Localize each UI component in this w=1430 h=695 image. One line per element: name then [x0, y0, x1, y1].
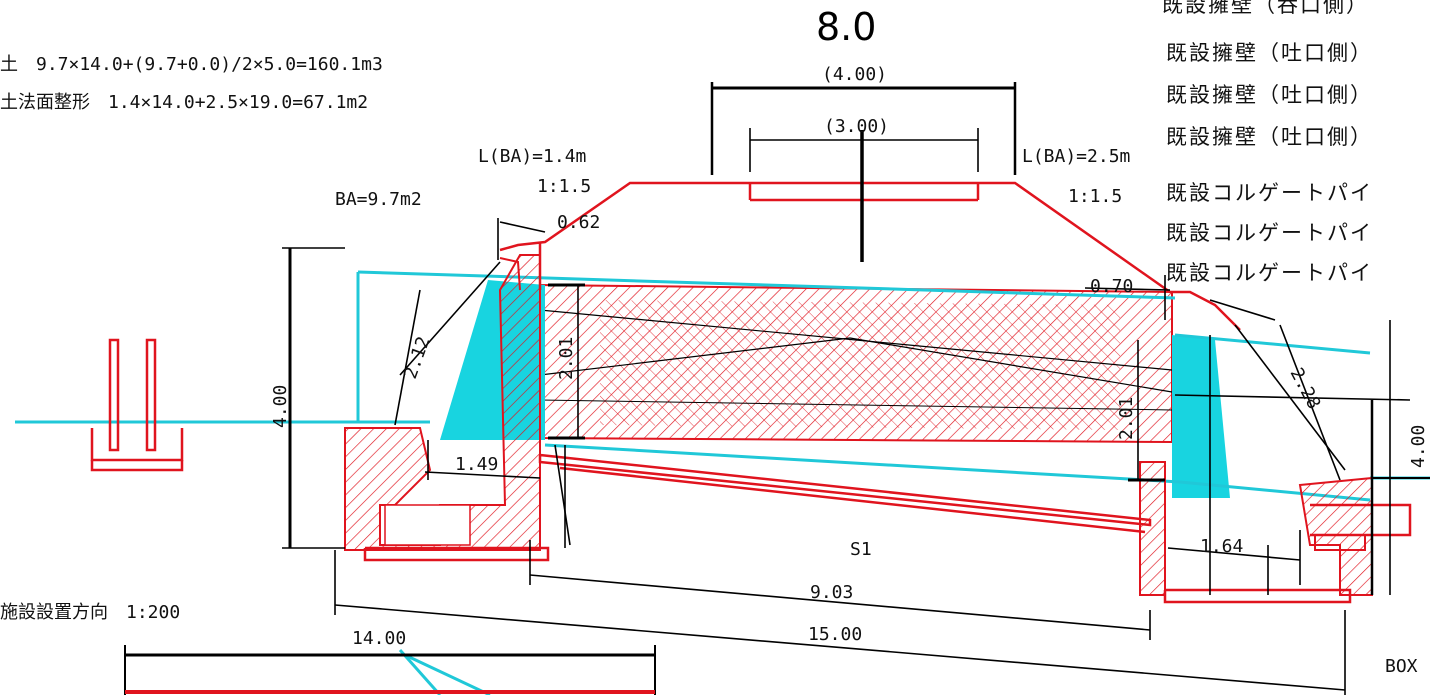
l-ba-right-note: L(BA)=2.5m: [1022, 146, 1130, 167]
dim-201-left: 2.01: [556, 337, 577, 380]
top-width-label: 8.0: [816, 5, 876, 49]
legend-item: 既設擁壁（吐口側）: [1166, 41, 1373, 65]
dim-149: 1.49: [455, 454, 498, 475]
ba-area-note: BA=9.7m2: [335, 189, 422, 210]
l-ba-left-note: L(BA)=1.4m: [478, 146, 586, 167]
dimension-lines: [282, 82, 1430, 695]
dim-1400: 14.00: [352, 628, 406, 649]
box-label: BOX: [1385, 656, 1418, 677]
legend-item: 既設擁壁（吐口側）: [1166, 83, 1373, 107]
lane-label: (3.00): [824, 116, 889, 137]
dim-1500: 15.00: [808, 624, 862, 645]
dim-201-right: 2.01: [1116, 397, 1137, 440]
bottom-plan: [124, 645, 656, 695]
fence-structure: [90, 338, 184, 472]
dim-062: 0.62: [557, 212, 600, 233]
carriageway-label: (4.00): [822, 64, 887, 85]
right-wall: [1139, 461, 1412, 596]
dim-400-right: 4.00: [1408, 425, 1429, 468]
fill-volume-note: 土 9.7×14.0+(9.7+0.0)/2×5.0=160.1m3: [0, 54, 383, 75]
dim-903: 9.03: [810, 582, 853, 603]
slope-right-note: 1:1.5: [1068, 186, 1122, 207]
section-label: S1: [850, 539, 872, 560]
dim-228: 2.28: [1286, 364, 1325, 412]
dim-164: 1.64: [1200, 536, 1243, 557]
left-wall: [344, 254, 550, 562]
legend-item: 既設コルゲートパイ: [1166, 181, 1373, 205]
legend-item: 既設擁壁（吐口側）: [1166, 125, 1373, 149]
slope-shaping-note: 土法面整形 1.4×14.0+2.5×19.0=67.1m2: [0, 92, 368, 113]
legend-item: 既設擁壁（呑口側）: [1162, 0, 1369, 17]
legend-item: 既設コルゲートパイ: [1166, 221, 1373, 245]
dim-212: 2.12: [400, 334, 435, 382]
direction-note: 施設設置方向 1:200: [0, 602, 180, 623]
legend: 既設擁壁（呑口側） 既設擁壁（吐口側） 既設擁壁（吐口側） 既設擁壁（吐口側） …: [1162, 0, 1373, 285]
dim-070: 0.70: [1090, 276, 1133, 297]
dim-400-left: 4.00: [270, 385, 291, 428]
slope-left-note: 1:1.5: [537, 176, 591, 197]
pipe-body: [539, 283, 1173, 444]
legend-item: 既設コルゲートパイ: [1166, 261, 1373, 285]
